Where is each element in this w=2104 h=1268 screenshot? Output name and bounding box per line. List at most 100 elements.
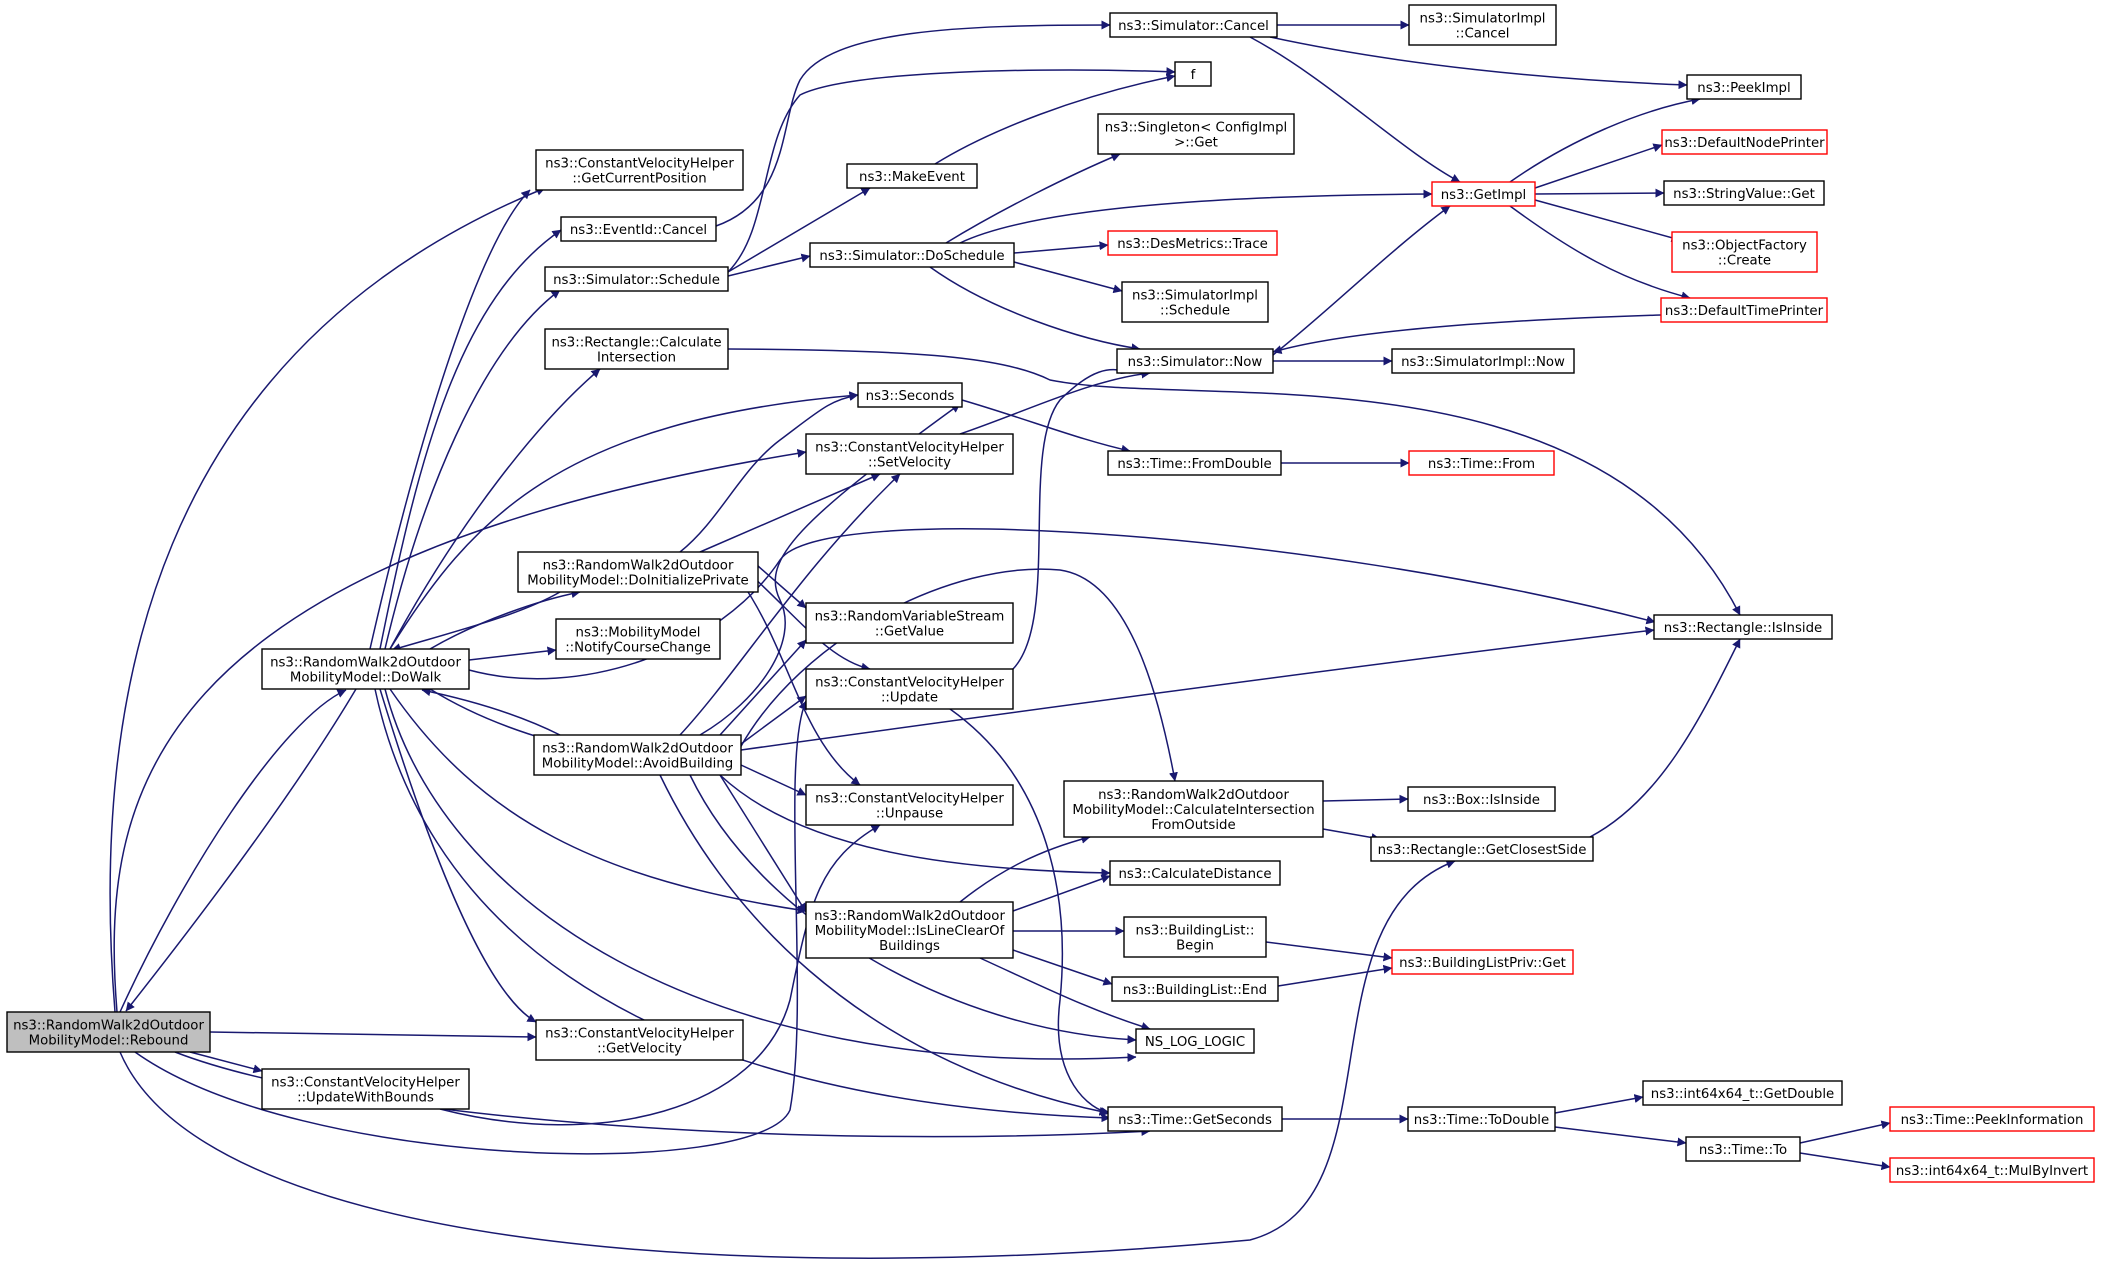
node-buildinglistprivget[interactable]: ns3::BuildingListPriv::Get	[1391, 949, 1574, 975]
edge-timetodouble-to-int64getdouble	[1554, 1094, 1644, 1114]
node-defaulttimeprinter[interactable]: ns3::DefaultTimePrinter	[1660, 297, 1828, 323]
node-f[interactable]: f	[1174, 61, 1212, 87]
edge-avoidbuilding-to-islineclear	[719, 774, 807, 913]
node-simnow[interactable]: ns3::Simulator::Now	[1116, 348, 1274, 374]
node-doinitprivate[interactable]: ns3::RandomWalk2dOutdoorMobilityModel::D…	[517, 551, 759, 593]
node-timeto[interactable]: ns3::Time::To	[1685, 1136, 1801, 1162]
node-rebound[interactable]: ns3::RandomWalk2dOutdoorMobilityModel::R…	[6, 1011, 211, 1053]
node-label-dowalk: MobilityModel::DoWalk	[290, 671, 442, 686]
node-cvupdate[interactable]: ns3::ConstantVelocityHelper::Update	[805, 668, 1014, 710]
node-buildinglistend[interactable]: ns3::BuildingList::End	[1111, 976, 1279, 1002]
node-nsloglogic[interactable]: NS_LOG_LOGIC	[1135, 1028, 1255, 1054]
node-unpause[interactable]: ns3::ConstantVelocityHelper::Unpause	[805, 784, 1014, 826]
node-desmetricstrace[interactable]: ns3::DesMetrics::Trace	[1107, 230, 1278, 256]
node-label-getcurrentposition: ns3::ConstantVelocityHelper	[545, 157, 734, 172]
node-simcancel[interactable]: ns3::Simulator::Cancel	[1109, 12, 1278, 38]
node-label-doinitprivate: ns3::RandomWalk2dOutdoor	[543, 559, 734, 574]
node-timefrom[interactable]: ns3::Time::From	[1408, 450, 1555, 476]
node-dowalk[interactable]: ns3::RandomWalk2dOutdoorMobilityModel::D…	[261, 648, 470, 690]
node-makeevent[interactable]: ns3::MakeEvent	[846, 163, 978, 189]
node-simimplschedule[interactable]: ns3::SimulatorImpl::Schedule	[1121, 281, 1269, 323]
node-getcurrentposition[interactable]: ns3::ConstantVelocityHelper::GetCurrentP…	[535, 149, 744, 191]
node-avoidbuilding[interactable]: ns3::RandomWalk2dOutdoorMobilityModel::A…	[533, 734, 742, 776]
node-label-getimpl: ns3::GetImpl	[1441, 188, 1526, 203]
node-getimpl[interactable]: ns3::GetImpl	[1431, 181, 1536, 207]
node-defaultnodeprinter[interactable]: ns3::DefaultNodePrinter	[1661, 129, 1828, 155]
call-edges	[109, 20, 1891, 1259]
edge-getimpl-to-peekimpl	[1509, 96, 1701, 183]
node-int64getdouble[interactable]: ns3::int64x64_t::GetDouble	[1642, 1080, 1843, 1106]
node-label-calculatedistance: ns3::CalculateDistance	[1118, 867, 1271, 882]
node-timefromdouble[interactable]: ns3::Time::FromDouble	[1107, 450, 1282, 476]
node-label-timefromdouble: ns3::Time::FromDouble	[1117, 457, 1271, 472]
node-label-getclosestside: ns3::Rectangle::GetClosestSide	[1378, 843, 1587, 858]
node-label-unpause: ::Unpause	[876, 807, 943, 822]
edge-doschedule-to-simimplschedule	[1013, 261, 1123, 294]
node-label-updatewithbounds: ::UpdateWithBounds	[297, 1091, 434, 1106]
node-simimplnow[interactable]: ns3::SimulatorImpl::Now	[1391, 348, 1575, 374]
node-box-getvelocity	[535, 1019, 744, 1061]
node-label-setvelocity: ns3::ConstantVelocityHelper	[815, 441, 1004, 456]
node-label-notifycoursechange: ns3::MobilityModel	[576, 626, 701, 641]
edge-dowalk-to-nsloglogic	[384, 688, 1137, 1062]
edge-timetodouble-to-timeto	[1554, 1126, 1687, 1147]
node-getvalue[interactable]: ns3::RandomVariableStream::GetValue	[805, 602, 1014, 644]
node-boxisinside[interactable]: ns3::Box::IsInside	[1407, 786, 1556, 812]
edge-avoidbuilding-to-getvalue	[719, 639, 807, 736]
node-box-stringvalueget	[1663, 180, 1825, 206]
function-nodes: ns3::RandomWalk2dOutdoorMobilityModel::R…	[6, 4, 2095, 1183]
edge-rebound-to-getclosestside	[119, 859, 1456, 1259]
edge-setvelocity-to-simnow	[959, 369, 1151, 435]
node-box-mulbyinvert	[1889, 1157, 2095, 1183]
node-getclosestside[interactable]: ns3::Rectangle::GetClosestSide	[1370, 836, 1594, 862]
edge-schedule-to-makeevent	[727, 187, 871, 273]
node-objectfactorycreate[interactable]: ns3::ObjectFactory::Create	[1671, 231, 1818, 273]
edge-calcintersectionfromoutside-to-boxisinside	[1322, 794, 1409, 804]
node-label-getvalue: ns3::RandomVariableStream	[815, 610, 1005, 625]
node-rectisinside[interactable]: ns3::Rectangle::IsInside	[1653, 614, 1833, 640]
edge-dowalk-to-rectisinside	[468, 528, 1656, 680]
node-peekinformation[interactable]: ns3::Time::PeekInformation	[1889, 1106, 2095, 1132]
node-islineclear[interactable]: ns3::RandomWalk2dOutdoorMobilityModel::I…	[805, 901, 1014, 959]
edge-timeto-to-mulbyinvert	[1799, 1152, 1891, 1171]
edge-islineclear-to-buildinglistend	[1012, 949, 1113, 986]
node-timegetseconds[interactable]: ns3::Time::GetSeconds	[1107, 1106, 1283, 1132]
node-mulbyinvert[interactable]: ns3::int64x64_t::MulByInvert	[1889, 1157, 2095, 1183]
node-singletonget[interactable]: ns3::Singleton< ConfigImpl >::Get	[1097, 113, 1295, 155]
node-schedule[interactable]: ns3::Simulator::Schedule	[544, 266, 729, 292]
edge-doschedule-to-getimpl	[959, 189, 1433, 244]
edge-dowalk-to-calcintersection	[389, 368, 601, 650]
node-eventidcancel[interactable]: ns3::EventId::Cancel	[560, 216, 717, 242]
node-setvelocity[interactable]: ns3::ConstantVelocityHelper::SetVelocity	[805, 433, 1014, 475]
node-buildinglistbegin[interactable]: ns3::BuildingList::Begin	[1123, 916, 1267, 958]
node-box-doschedule	[809, 242, 1015, 268]
node-calculatedistance[interactable]: ns3::CalculateDistance	[1109, 860, 1281, 886]
node-doschedule[interactable]: ns3::Simulator::DoSchedule	[809, 242, 1015, 268]
node-box-avoidbuilding	[533, 734, 742, 776]
node-calcintersectionfromoutside[interactable]: ns3::RandomWalk2dOutdoorMobilityModel::C…	[1063, 780, 1324, 838]
node-label-islineclear: ns3::RandomWalk2dOutdoor	[814, 909, 1005, 924]
node-label-getvelocity: ns3::ConstantVelocityHelper	[545, 1027, 734, 1042]
node-label-calcintersection: ns3::Rectangle::Calculate	[551, 336, 721, 351]
node-label-rebound: MobilityModel::Rebound	[29, 1034, 189, 1049]
edge-seconds-to-timefromdouble	[961, 399, 1131, 454]
node-peekimpl[interactable]: ns3::PeekImpl	[1686, 74, 1802, 100]
node-notifycoursechange[interactable]: ns3::MobilityModel::NotifyCourseChange	[555, 618, 721, 660]
node-getvelocity[interactable]: ns3::ConstantVelocityHelper::GetVelocity	[535, 1019, 744, 1061]
node-updatewithbounds[interactable]: ns3::ConstantVelocityHelper::UpdateWithB…	[261, 1068, 470, 1110]
node-stringvalueget[interactable]: ns3::StringValue::Get	[1663, 180, 1825, 206]
node-box-defaultnodeprinter	[1661, 129, 1828, 155]
node-simimplcancel[interactable]: ns3::SimulatorImpl::Cancel	[1408, 4, 1557, 46]
edge-getimpl-to-objectfactorycreate	[1534, 199, 1681, 243]
node-label-cvupdate: ::Update	[881, 691, 938, 706]
node-label-dowalk: ns3::RandomWalk2dOutdoor	[270, 656, 461, 671]
node-seconds[interactable]: ns3::Seconds	[857, 382, 963, 408]
edge-dowalk-to-islineclear	[389, 688, 807, 915]
node-label-doschedule: ns3::Simulator::DoSchedule	[819, 249, 1004, 264]
node-box-notifycoursechange	[555, 618, 721, 660]
node-timetodouble[interactable]: ns3::Time::ToDouble	[1407, 1106, 1556, 1132]
edge-rebound-to-updatewithbounds	[189, 1051, 263, 1074]
node-calcintersection[interactable]: ns3::Rectangle::CalculateIntersection	[544, 328, 729, 370]
edge-simnow-to-getimpl	[1272, 205, 1451, 356]
